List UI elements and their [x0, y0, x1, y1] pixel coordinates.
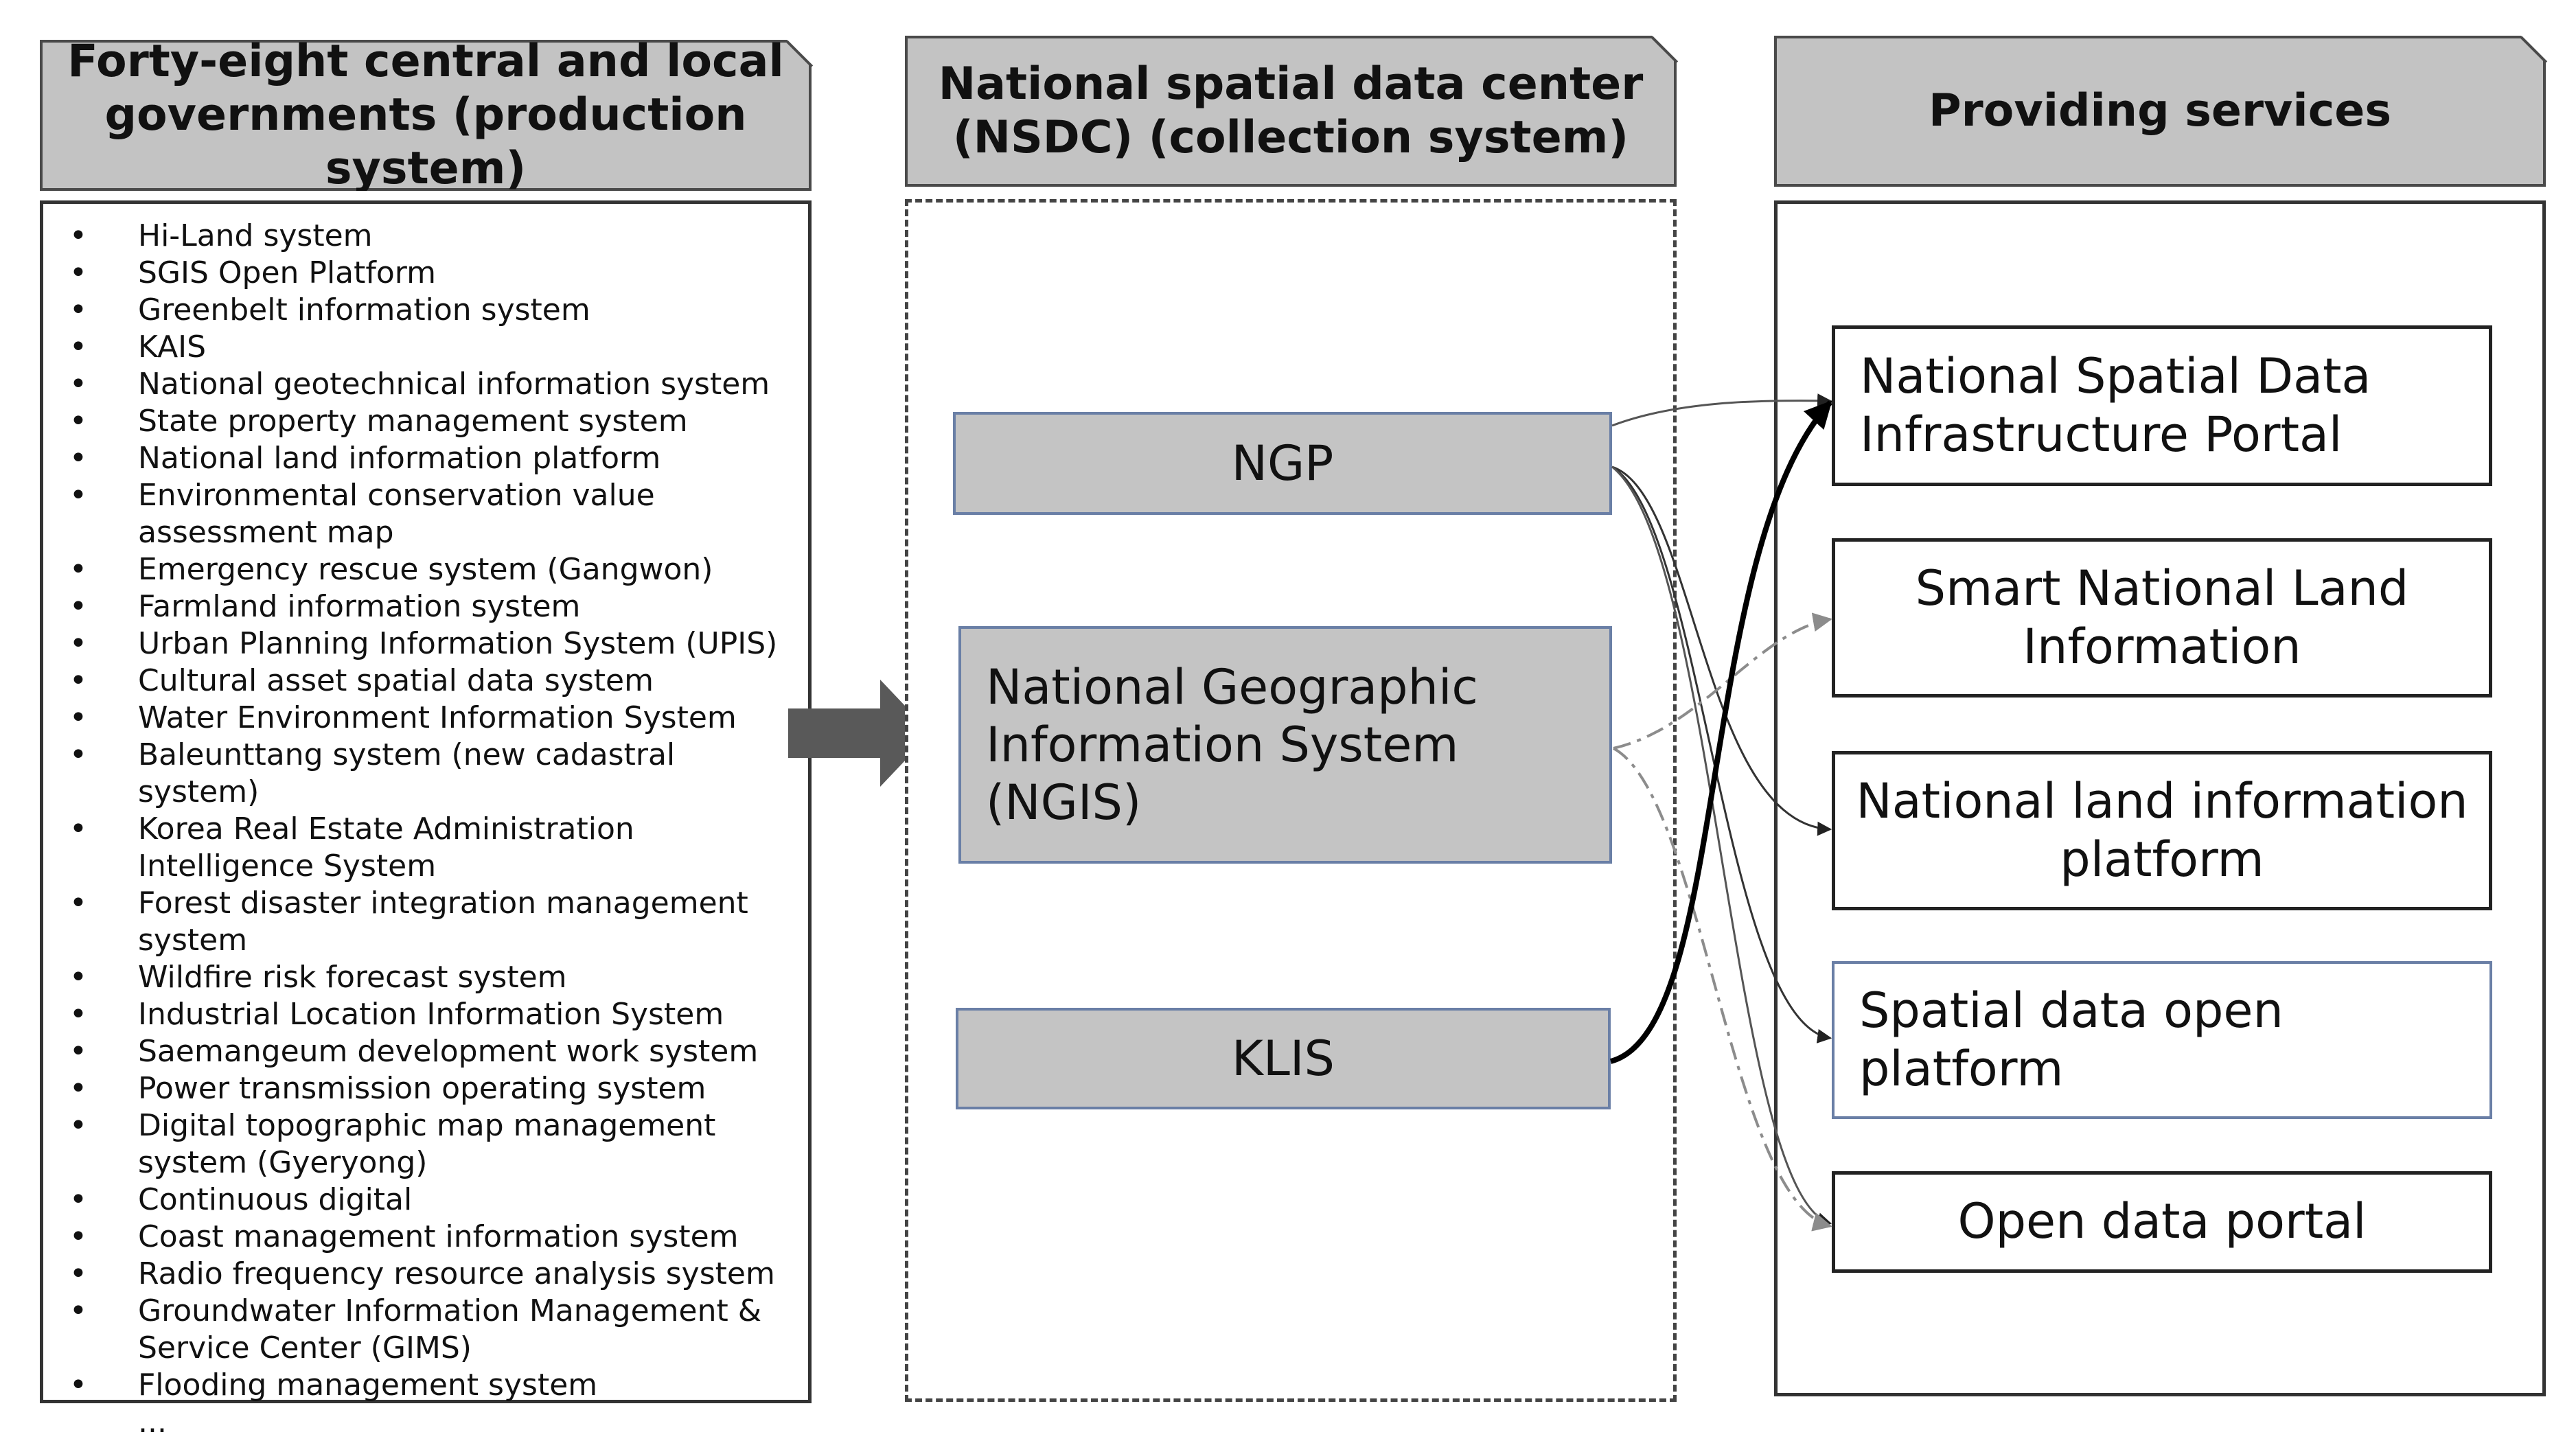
nsdi-portal-box: National Spatial Data Infrastructure Por…: [1832, 325, 2492, 486]
list-item: Hi-Land system: [69, 218, 787, 255]
land-platform-box: National land information platform: [1832, 751, 2492, 910]
list-item: SGIS Open Platform: [69, 255, 787, 292]
list-item: State property management system: [69, 403, 787, 440]
list-item: Saemangeum development work system: [69, 1033, 787, 1070]
list-item: Emergency rescue system (Gangwon): [69, 551, 787, 588]
spatial-open-platform-box: Spatial data open platform: [1832, 961, 2492, 1119]
klis-box: KLIS: [956, 1008, 1611, 1109]
ngp-label: NGP: [1231, 435, 1334, 492]
production-title: Forty-eight central and local government…: [67, 36, 784, 194]
production-list: Hi-Land system SGIS Open Platform Greenb…: [69, 218, 787, 1441]
list-item: Wildfire risk forecast system: [69, 959, 787, 996]
list-item: Industrial Location Information System: [69, 996, 787, 1033]
collection-header: National spatial data center (NSDC) (col…: [905, 36, 1677, 187]
land-platform-label: National land information platform: [1856, 772, 2468, 888]
list-item: Greenbelt information system: [69, 292, 787, 329]
services-title: Providing services: [1928, 85, 2392, 137]
spatial-open-platform-label: Spatial data open platform: [1859, 982, 2284, 1097]
list-item: Flooding management system: [69, 1367, 787, 1404]
collection-title: National spatial data center (NSDC) (col…: [938, 58, 1644, 163]
list-item: Urban Planning Information System (UPIS): [69, 625, 787, 662]
list-item: Radio frequency resource analysis system: [69, 1256, 787, 1293]
ngis-box: National Geographic Information System (…: [958, 626, 1612, 864]
list-item: Digital topographic map management syste…: [69, 1107, 787, 1181]
list-item: Farmland information system: [69, 588, 787, 625]
smart-land-label: Smart National Land Information: [1915, 560, 2409, 675]
nsdi-portal-label: National Spatial Data Infrastructure Por…: [1860, 347, 2371, 463]
production-header: Forty-eight central and local government…: [40, 40, 812, 191]
list-item: Baleunttang system (new cadastral system…: [69, 737, 787, 811]
ngp-box: NGP: [953, 412, 1612, 515]
klis-label: KLIS: [1232, 1030, 1335, 1087]
open-data-portal-box: Open data portal: [1832, 1171, 2492, 1273]
open-data-portal-label: Open data portal: [1957, 1193, 2367, 1250]
list-item: National geotechnical information system: [69, 366, 787, 403]
ngis-label: National Geographic Information System (…: [986, 659, 1478, 831]
list-item: KAIS: [69, 329, 787, 366]
production-panel: Hi-Land system SGIS Open Platform Greenb…: [40, 200, 812, 1440]
list-ellipsis: ...: [138, 1405, 167, 1440]
list-item: Continuous digital: [69, 1181, 787, 1219]
list-item: Water Environment Information System: [69, 700, 787, 737]
list-item: Forest disaster integration management s…: [69, 885, 787, 959]
services-header: Providing services: [1774, 36, 2546, 187]
list-item: Coast management information system: [69, 1219, 787, 1256]
list-item: Power transmission operating system: [69, 1070, 787, 1107]
list-item: Groundwater Information Management & Ser…: [69, 1293, 787, 1367]
list-item: National land information platform: [69, 440, 787, 477]
list-item: Cultural asset spatial data system: [69, 662, 787, 700]
list-item: Korea Real Estate Administration Intelli…: [69, 811, 787, 885]
list-item: Environmental conservation value assessm…: [69, 477, 787, 551]
smart-land-box: Smart National Land Information: [1832, 538, 2492, 698]
